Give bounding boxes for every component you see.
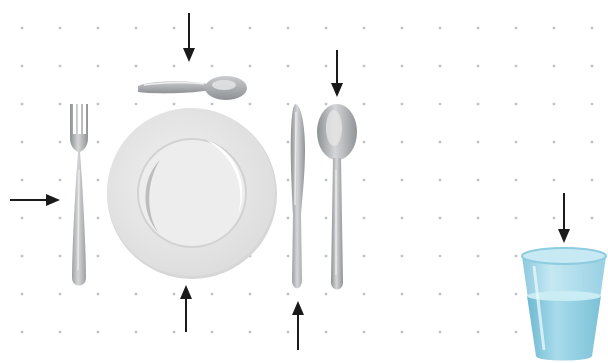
arrow-down-to-dessert-spoon <box>183 13 195 62</box>
soup-spoon-icon <box>317 104 357 290</box>
water-glass-icon <box>521 247 607 361</box>
arrow-down-to-glass <box>558 193 570 243</box>
arrow-up-to-knife <box>292 301 304 350</box>
arrow-right-to-fork <box>10 194 60 206</box>
dinner-plate-icon <box>107 108 277 279</box>
dot-grid-background <box>20 26 594 334</box>
arrow-down-to-soup-spoon <box>331 50 343 97</box>
arrow-up-to-plate <box>180 285 192 332</box>
fork-icon <box>70 104 88 286</box>
dessert-spoon-icon <box>138 76 247 100</box>
knife-icon <box>290 104 305 289</box>
